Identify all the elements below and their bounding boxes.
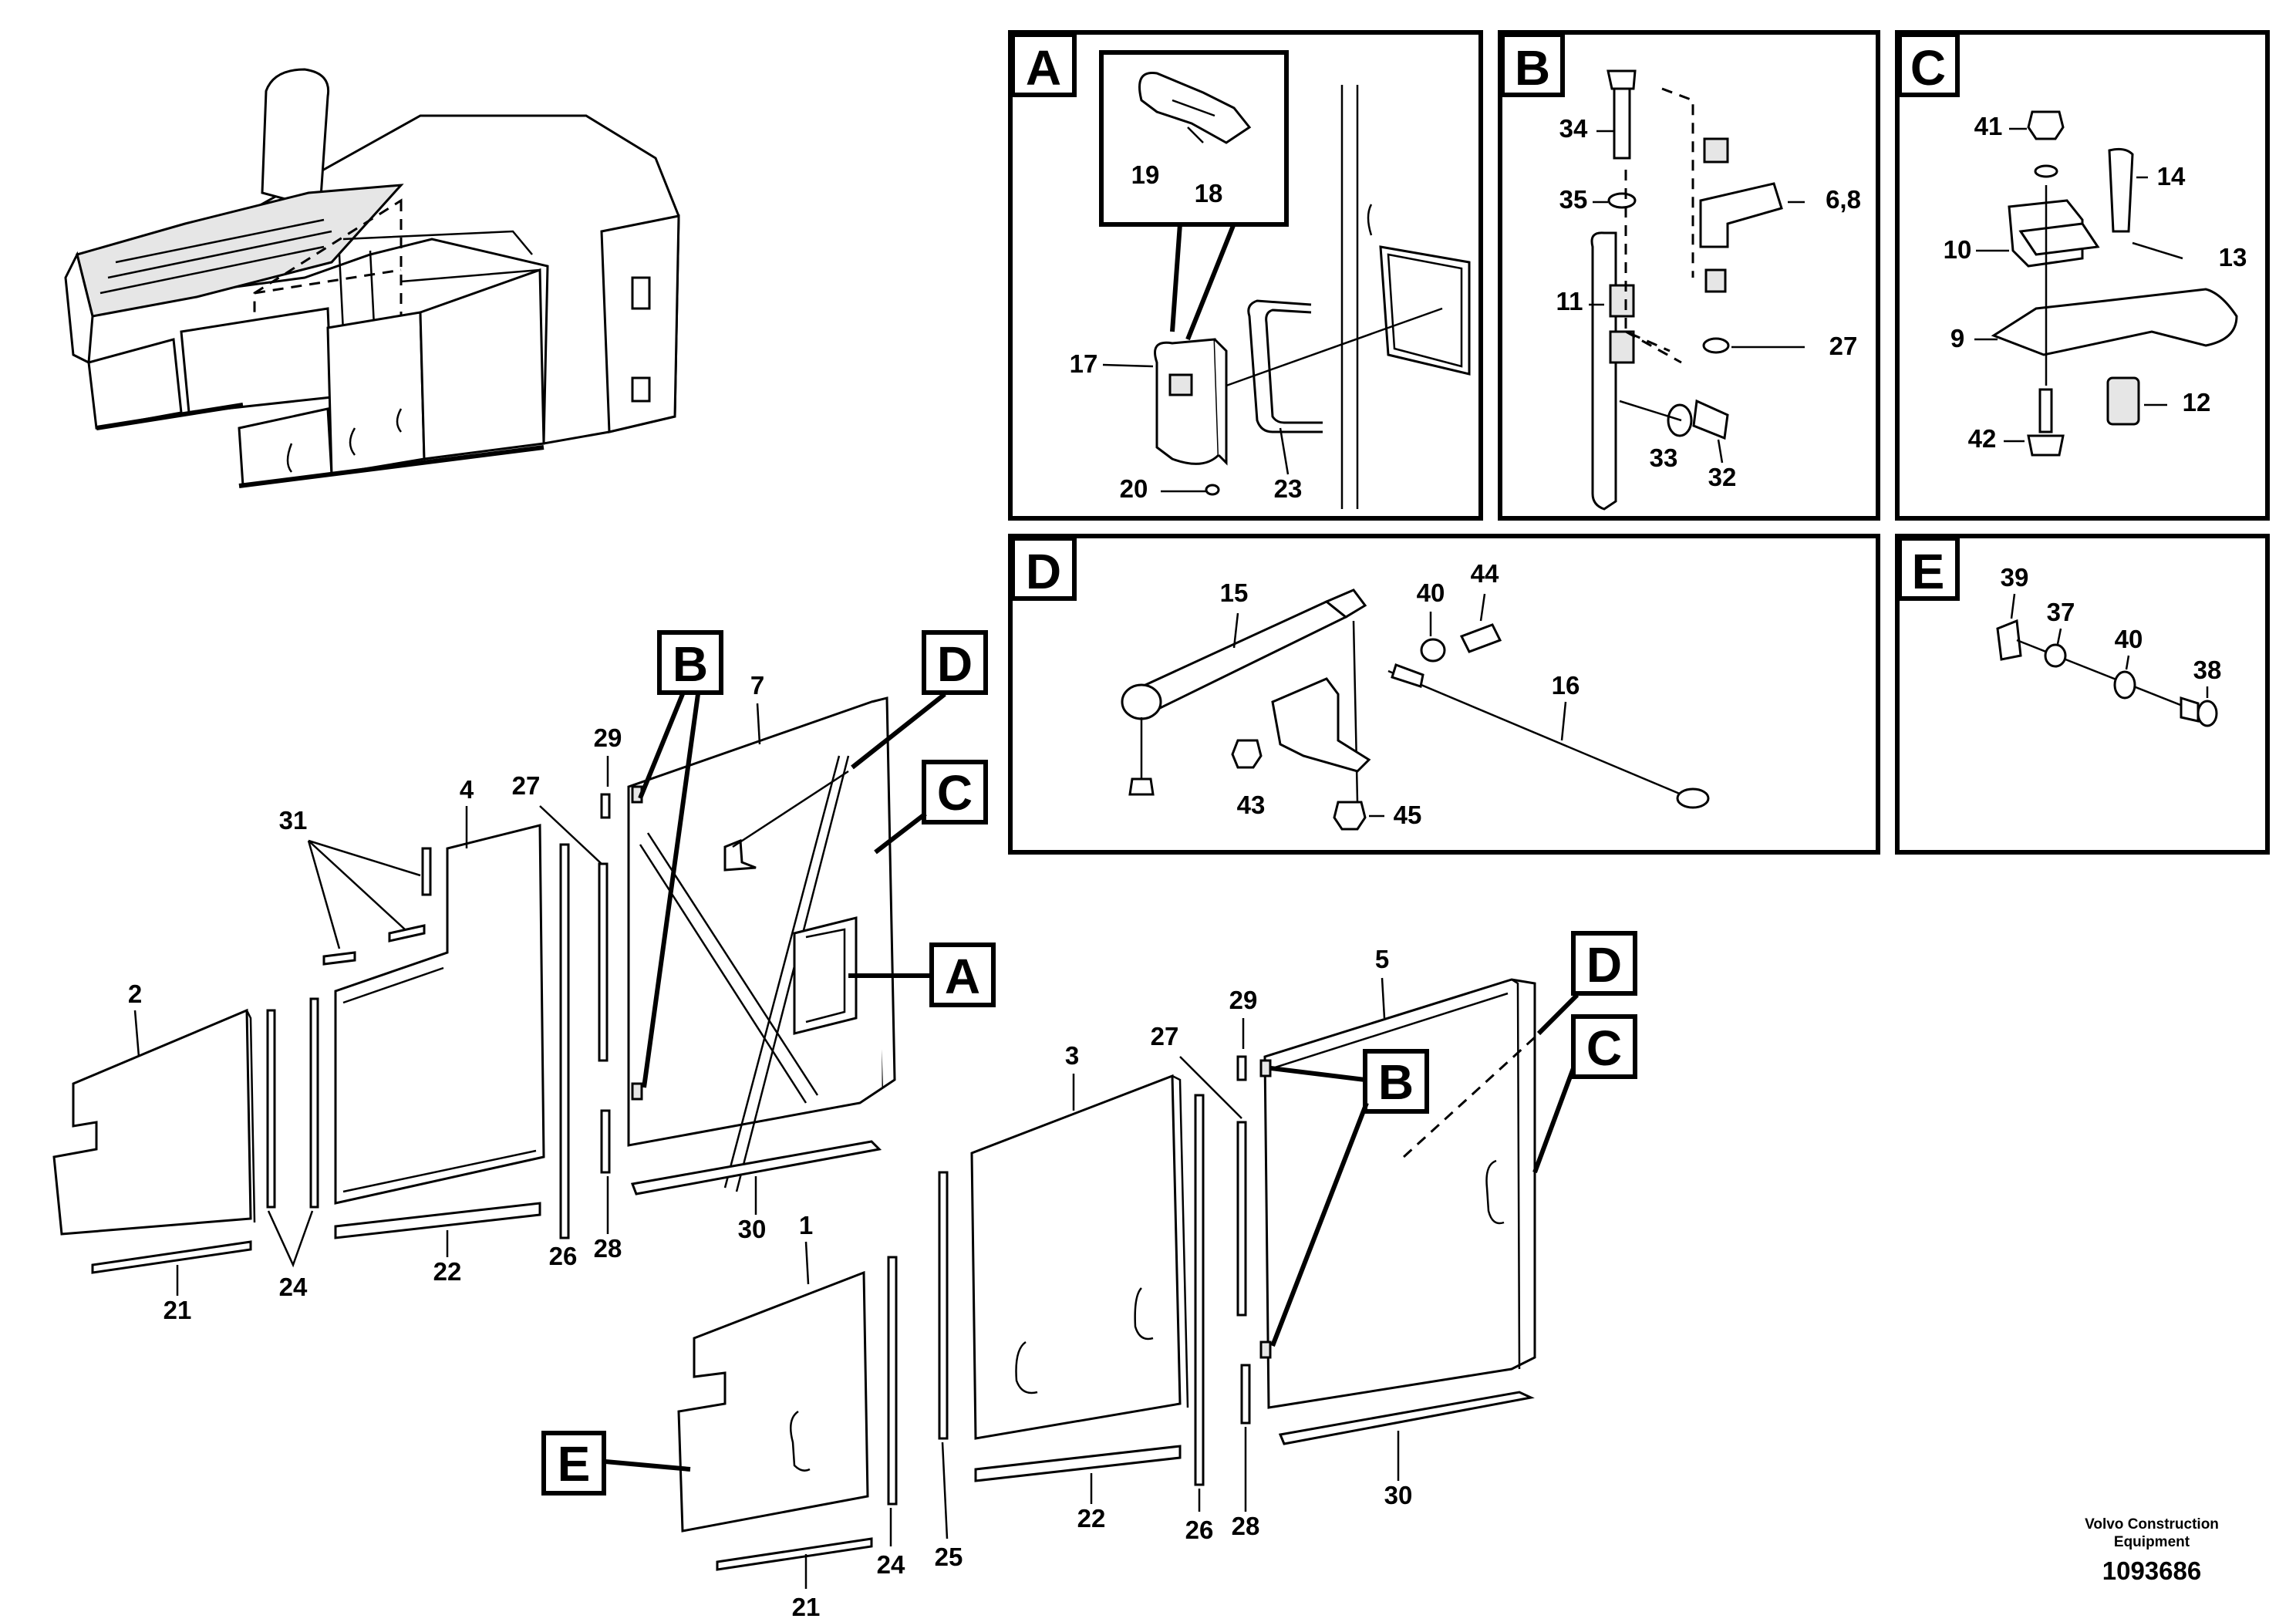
detail-box-e: E 39 37 40 38 xyxy=(1895,534,2270,855)
detail-box-e-title: E xyxy=(1912,544,1945,599)
label-30a: 30 xyxy=(738,1215,767,1243)
label-3: 3 xyxy=(1065,1041,1079,1070)
label-16: 16 xyxy=(1552,671,1580,700)
label-6-8: 6,8 xyxy=(1826,185,1861,214)
document-number: 1093686 xyxy=(2102,1556,2201,1585)
detail-box-d-title: D xyxy=(1026,544,1061,599)
label-21a: 21 xyxy=(164,1296,192,1324)
label-28a: 28 xyxy=(594,1234,622,1263)
label-32: 32 xyxy=(1708,463,1737,491)
label-40: 40 xyxy=(1417,578,1445,607)
callout-e: E xyxy=(558,1436,591,1492)
label-43: 43 xyxy=(1237,791,1266,819)
label-35: 35 xyxy=(1559,185,1588,214)
detail-box-d: D 15 43 45 40 44 16 xyxy=(1008,534,1880,855)
callout-a: A xyxy=(945,949,980,1004)
label-5: 5 xyxy=(1375,945,1389,973)
label-17: 17 xyxy=(1070,349,1098,378)
label-22b: 22 xyxy=(1077,1504,1106,1533)
label-4: 4 xyxy=(460,775,474,804)
label-24a: 24 xyxy=(279,1273,308,1301)
label-37: 37 xyxy=(2047,598,2075,626)
label-39: 39 xyxy=(2001,563,2029,592)
detail-box-a: A 19 18 17 20 23 xyxy=(1008,30,1483,521)
exploded-panels-left: 2 21 24 4 22 31 26 27 29 xyxy=(52,671,896,1324)
label-18: 18 xyxy=(1195,179,1223,207)
detail-box-b: B 34 35 11 6,8 27 33 32 xyxy=(1498,30,1880,521)
label-24b: 24 xyxy=(877,1550,905,1579)
label-21b: 21 xyxy=(792,1593,821,1621)
label-20: 20 xyxy=(1120,474,1148,503)
label-38: 38 xyxy=(2193,656,2222,684)
label-1: 1 xyxy=(799,1211,813,1239)
label-28b: 28 xyxy=(1232,1512,1260,1540)
label-11: 11 xyxy=(1556,287,1583,315)
label-29a: 29 xyxy=(594,723,622,752)
machine-overview-illustration xyxy=(64,68,680,488)
callouts: B D C A D C B E xyxy=(541,630,1637,1496)
label-7: 7 xyxy=(750,671,764,700)
label-26b: 26 xyxy=(1185,1516,1214,1544)
detail-box-c-title: C xyxy=(1910,40,1946,96)
label-30b: 30 xyxy=(1384,1481,1413,1509)
label-22a: 22 xyxy=(433,1257,462,1286)
label-26a: 26 xyxy=(549,1242,578,1270)
label-13: 13 xyxy=(2219,243,2247,271)
label-44: 44 xyxy=(1471,559,1499,588)
callout-b-upper: B xyxy=(673,636,708,692)
label-10: 10 xyxy=(1944,235,1972,264)
label-27a: 27 xyxy=(512,771,541,800)
label-12: 12 xyxy=(2183,388,2211,416)
detail-box-a-title: A xyxy=(1026,40,1061,96)
label-31: 31 xyxy=(279,806,308,835)
label-14: 14 xyxy=(2157,162,2186,191)
label-25: 25 xyxy=(935,1543,963,1571)
callout-c-upper: C xyxy=(937,765,973,821)
label-29b: 29 xyxy=(1229,986,1258,1014)
callout-c-lower: C xyxy=(1586,1020,1622,1076)
brand-line-2: Equipment xyxy=(2114,1534,2190,1550)
exploded-panels-right: 1 21 24 25 3 22 26 27 29 xyxy=(677,945,1536,1621)
footer: Volvo Construction Equipment 1093686 xyxy=(2085,1516,2219,1585)
label-34: 34 xyxy=(1559,114,1588,143)
label-41: 41 xyxy=(1974,112,2003,140)
label-15: 15 xyxy=(1220,578,1249,607)
label-42: 42 xyxy=(1968,424,1997,453)
label-27b: 27 xyxy=(1151,1022,1179,1050)
label-40-e: 40 xyxy=(2115,625,2143,653)
label-33: 33 xyxy=(1650,443,1678,472)
callout-d-upper: D xyxy=(937,636,973,692)
label-23: 23 xyxy=(1274,474,1303,503)
label-2: 2 xyxy=(128,980,142,1008)
callout-b-lower: B xyxy=(1378,1054,1414,1110)
label-27: 27 xyxy=(1829,332,1858,360)
label-9: 9 xyxy=(1950,324,1964,352)
label-19: 19 xyxy=(1131,160,1160,189)
detail-box-c: C 41 10 14 13 9 12 42 xyxy=(1895,30,2270,521)
detail-box-b-title: B xyxy=(1515,40,1550,96)
label-45: 45 xyxy=(1394,801,1422,829)
brand-line-1: Volvo Construction xyxy=(2085,1516,2219,1533)
callout-d-lower: D xyxy=(1586,937,1622,993)
